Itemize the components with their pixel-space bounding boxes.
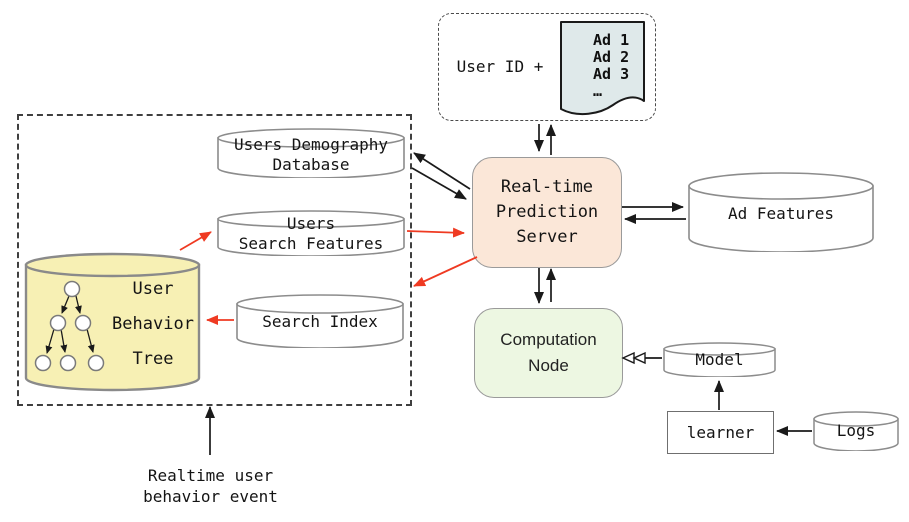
logs-cylinder-icon — [813, 411, 899, 451]
arrow-server-to-demography-db — [413, 152, 471, 190]
request-group-box — [438, 13, 656, 121]
user-data-group-box — [17, 114, 412, 406]
users-demography-db-cylinder-icon — [217, 128, 405, 178]
arrow-demography-db-to-server — [411, 167, 467, 200]
computation-node-box: Computation Node — [474, 308, 623, 398]
learner-box: learner — [667, 411, 774, 454]
user-behavior-tree-cylinder-icon — [24, 252, 201, 392]
arrow-server-to-search-index — [413, 256, 478, 287]
realtime-event-annotation: Realtime user behavior event — [143, 466, 278, 506]
prediction-server-box: Real-time Prediction Server — [472, 157, 622, 268]
ad-list-document: Ad 1 Ad 2 Ad 3 … — [559, 20, 647, 122]
ad-features-cylinder-icon — [688, 172, 874, 252]
search-index-cylinder-icon — [236, 294, 404, 348]
ad-list-text: Ad 1 Ad 2 Ad 3 … — [593, 31, 630, 100]
document-shape-icon — [560, 21, 645, 116]
arrow-model-to-computation — [621, 351, 662, 365]
users-search-features-cylinder-icon — [217, 210, 405, 256]
model-cylinder-icon — [663, 342, 776, 377]
arrow-search-features-to-server — [406, 227, 465, 238]
